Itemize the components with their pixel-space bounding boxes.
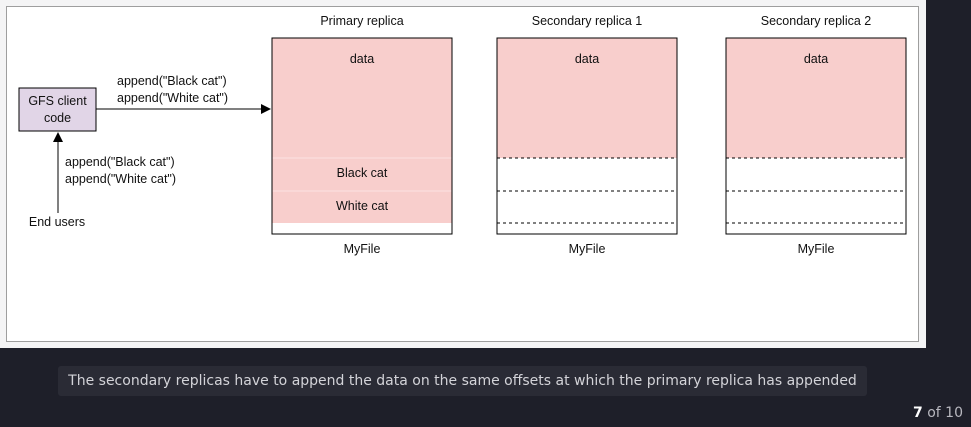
secondary1-data-region — [497, 38, 677, 158]
gfs-append-diagram: GFS client code append("Black cat") appe… — [6, 6, 919, 342]
secondary2-data-region — [726, 38, 906, 158]
primary-data-region — [272, 38, 452, 223]
slide-caption: The secondary replicas have to append th… — [58, 366, 867, 396]
append-to-client-line2: append("White cat") — [65, 172, 176, 186]
secondary1-data-label: data — [575, 52, 599, 66]
diagram-canvas: GFS client code append("Black cat") appe… — [18, 14, 907, 256]
gfs-client-label-line1: GFS client — [28, 94, 87, 108]
total-slide-count: 10 — [945, 405, 963, 421]
primary-record-black-cat: Black cat — [337, 166, 388, 180]
secondary2-data-label: data — [804, 52, 828, 66]
secondary2-replica-title: Secondary replica 2 — [761, 14, 872, 28]
gfs-client-box — [18, 87, 97, 132]
primary-record-white-cat: White cat — [336, 199, 389, 213]
counter-separator: of — [927, 405, 941, 421]
append-to-primary-line1: append("Black cat") — [117, 74, 227, 88]
append-to-client-line1: append("Black cat") — [65, 155, 175, 169]
gfs-client-label-line2: code — [44, 111, 71, 125]
primary-file-label: MyFile — [344, 242, 381, 256]
slide-panel: GFS client code append("Black cat") appe… — [0, 0, 926, 348]
secondary2-file-label: MyFile — [798, 242, 835, 256]
current-slide-number: 7 — [913, 405, 923, 421]
secondary1-replica-title: Secondary replica 1 — [532, 14, 643, 28]
slide-counter: 7 of 10 — [913, 405, 963, 421]
primary-replica-title: Primary replica — [320, 14, 403, 28]
end-users-label: End users — [29, 215, 85, 229]
secondary1-file-label: MyFile — [569, 242, 606, 256]
primary-data-label: data — [350, 52, 374, 66]
primary-replica-box — [271, 37, 453, 235]
append-to-primary-line2: append("White cat") — [117, 91, 228, 105]
secondary2-replica-box — [725, 37, 907, 235]
secondary1-replica-box — [496, 37, 678, 235]
